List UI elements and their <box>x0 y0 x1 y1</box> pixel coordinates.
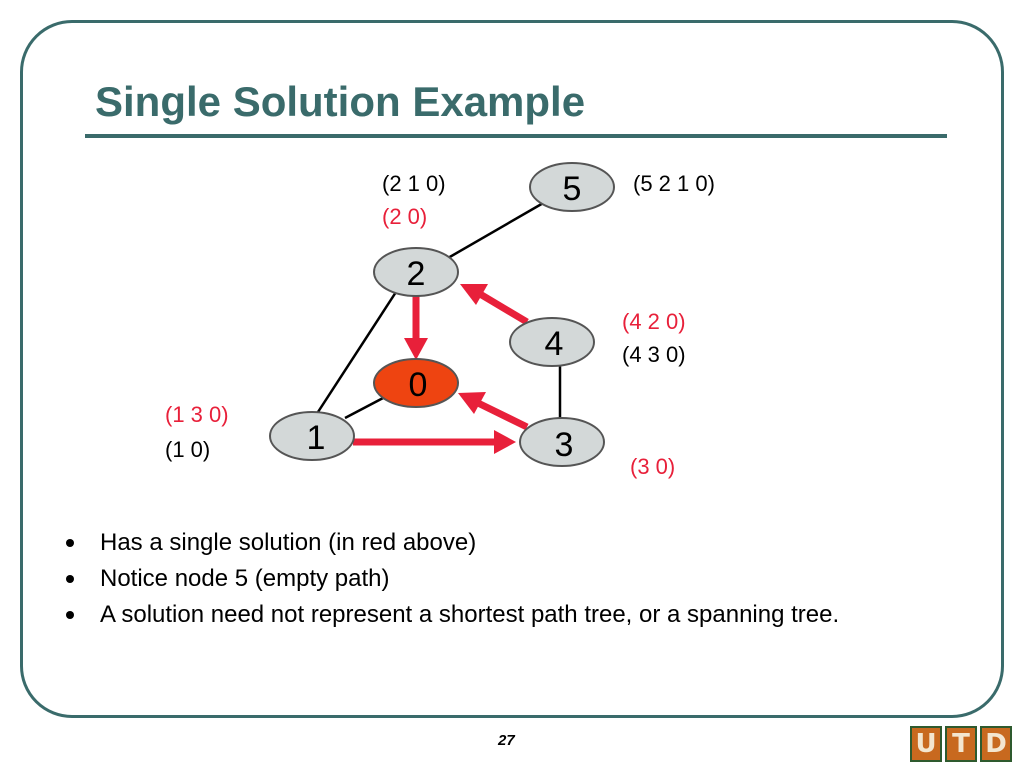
path-label-node4-red: (4 2 0) <box>622 309 686 334</box>
node-0-label: 0 <box>409 366 428 404</box>
path-label-node1-black: (1 0) <box>165 437 210 462</box>
bullet-text: A solution need not represent a shortest… <box>100 601 840 628</box>
bullet-item: Notice node 5 (empty path) <box>66 564 936 593</box>
node-1: 1 <box>269 411 355 461</box>
path-label-node2-red: (2 0) <box>382 204 427 229</box>
page-number: 27 <box>498 732 515 749</box>
edge-1-2 <box>316 291 398 413</box>
node-2-label: 2 <box>407 255 426 293</box>
bullet-list: Has a single solution (in red above) Not… <box>66 528 936 636</box>
solution-arrow-3-0 <box>458 392 529 431</box>
bullet-dot-icon <box>66 539 74 547</box>
node-5: 5 <box>529 162 615 212</box>
node-4-label: 4 <box>545 325 564 363</box>
node-3: 3 <box>519 417 605 467</box>
logo-letter-u: U <box>910 726 942 762</box>
solution-arrow-2-0 <box>404 296 428 360</box>
solution-arrow-4-2 <box>460 284 529 326</box>
title-divider <box>85 134 947 138</box>
path-label-node4-black: (4 3 0) <box>622 342 686 367</box>
bullet-dot-icon <box>66 575 74 583</box>
utd-logo: U T D <box>910 726 1012 762</box>
solution-arrow-1-3 <box>353 430 516 454</box>
edge-2-5 <box>447 200 546 260</box>
bullet-item: Has a single solution (in red above) <box>66 528 936 557</box>
path-label-node5-black: (5 2 1 0) <box>633 171 715 196</box>
edge-1-0 <box>344 395 386 420</box>
path-label-node1-red: (1 3 0) <box>165 402 229 427</box>
path-label-node3-red: (3 0) <box>630 454 675 479</box>
bullet-dot-icon <box>66 611 74 619</box>
logo-letter-d: D <box>980 726 1012 762</box>
slide-title: Single Solution Example <box>95 78 586 125</box>
node-4: 4 <box>509 317 595 367</box>
path-label-node2-black: (2 1 0) <box>382 171 446 196</box>
node-5-label: 5 <box>563 170 582 208</box>
logo-letter-t: T <box>945 726 977 762</box>
node-3-label: 3 <box>555 426 574 464</box>
bullet-text: Has a single solution (in red above) <box>100 529 477 556</box>
node-0: 0 <box>373 358 459 408</box>
bullet-text: Notice node 5 (empty path) <box>100 565 390 592</box>
node-2: 2 <box>373 247 459 297</box>
node-1-label: 1 <box>307 419 326 457</box>
bullet-item: A solution need not represent a shortest… <box>66 600 936 629</box>
